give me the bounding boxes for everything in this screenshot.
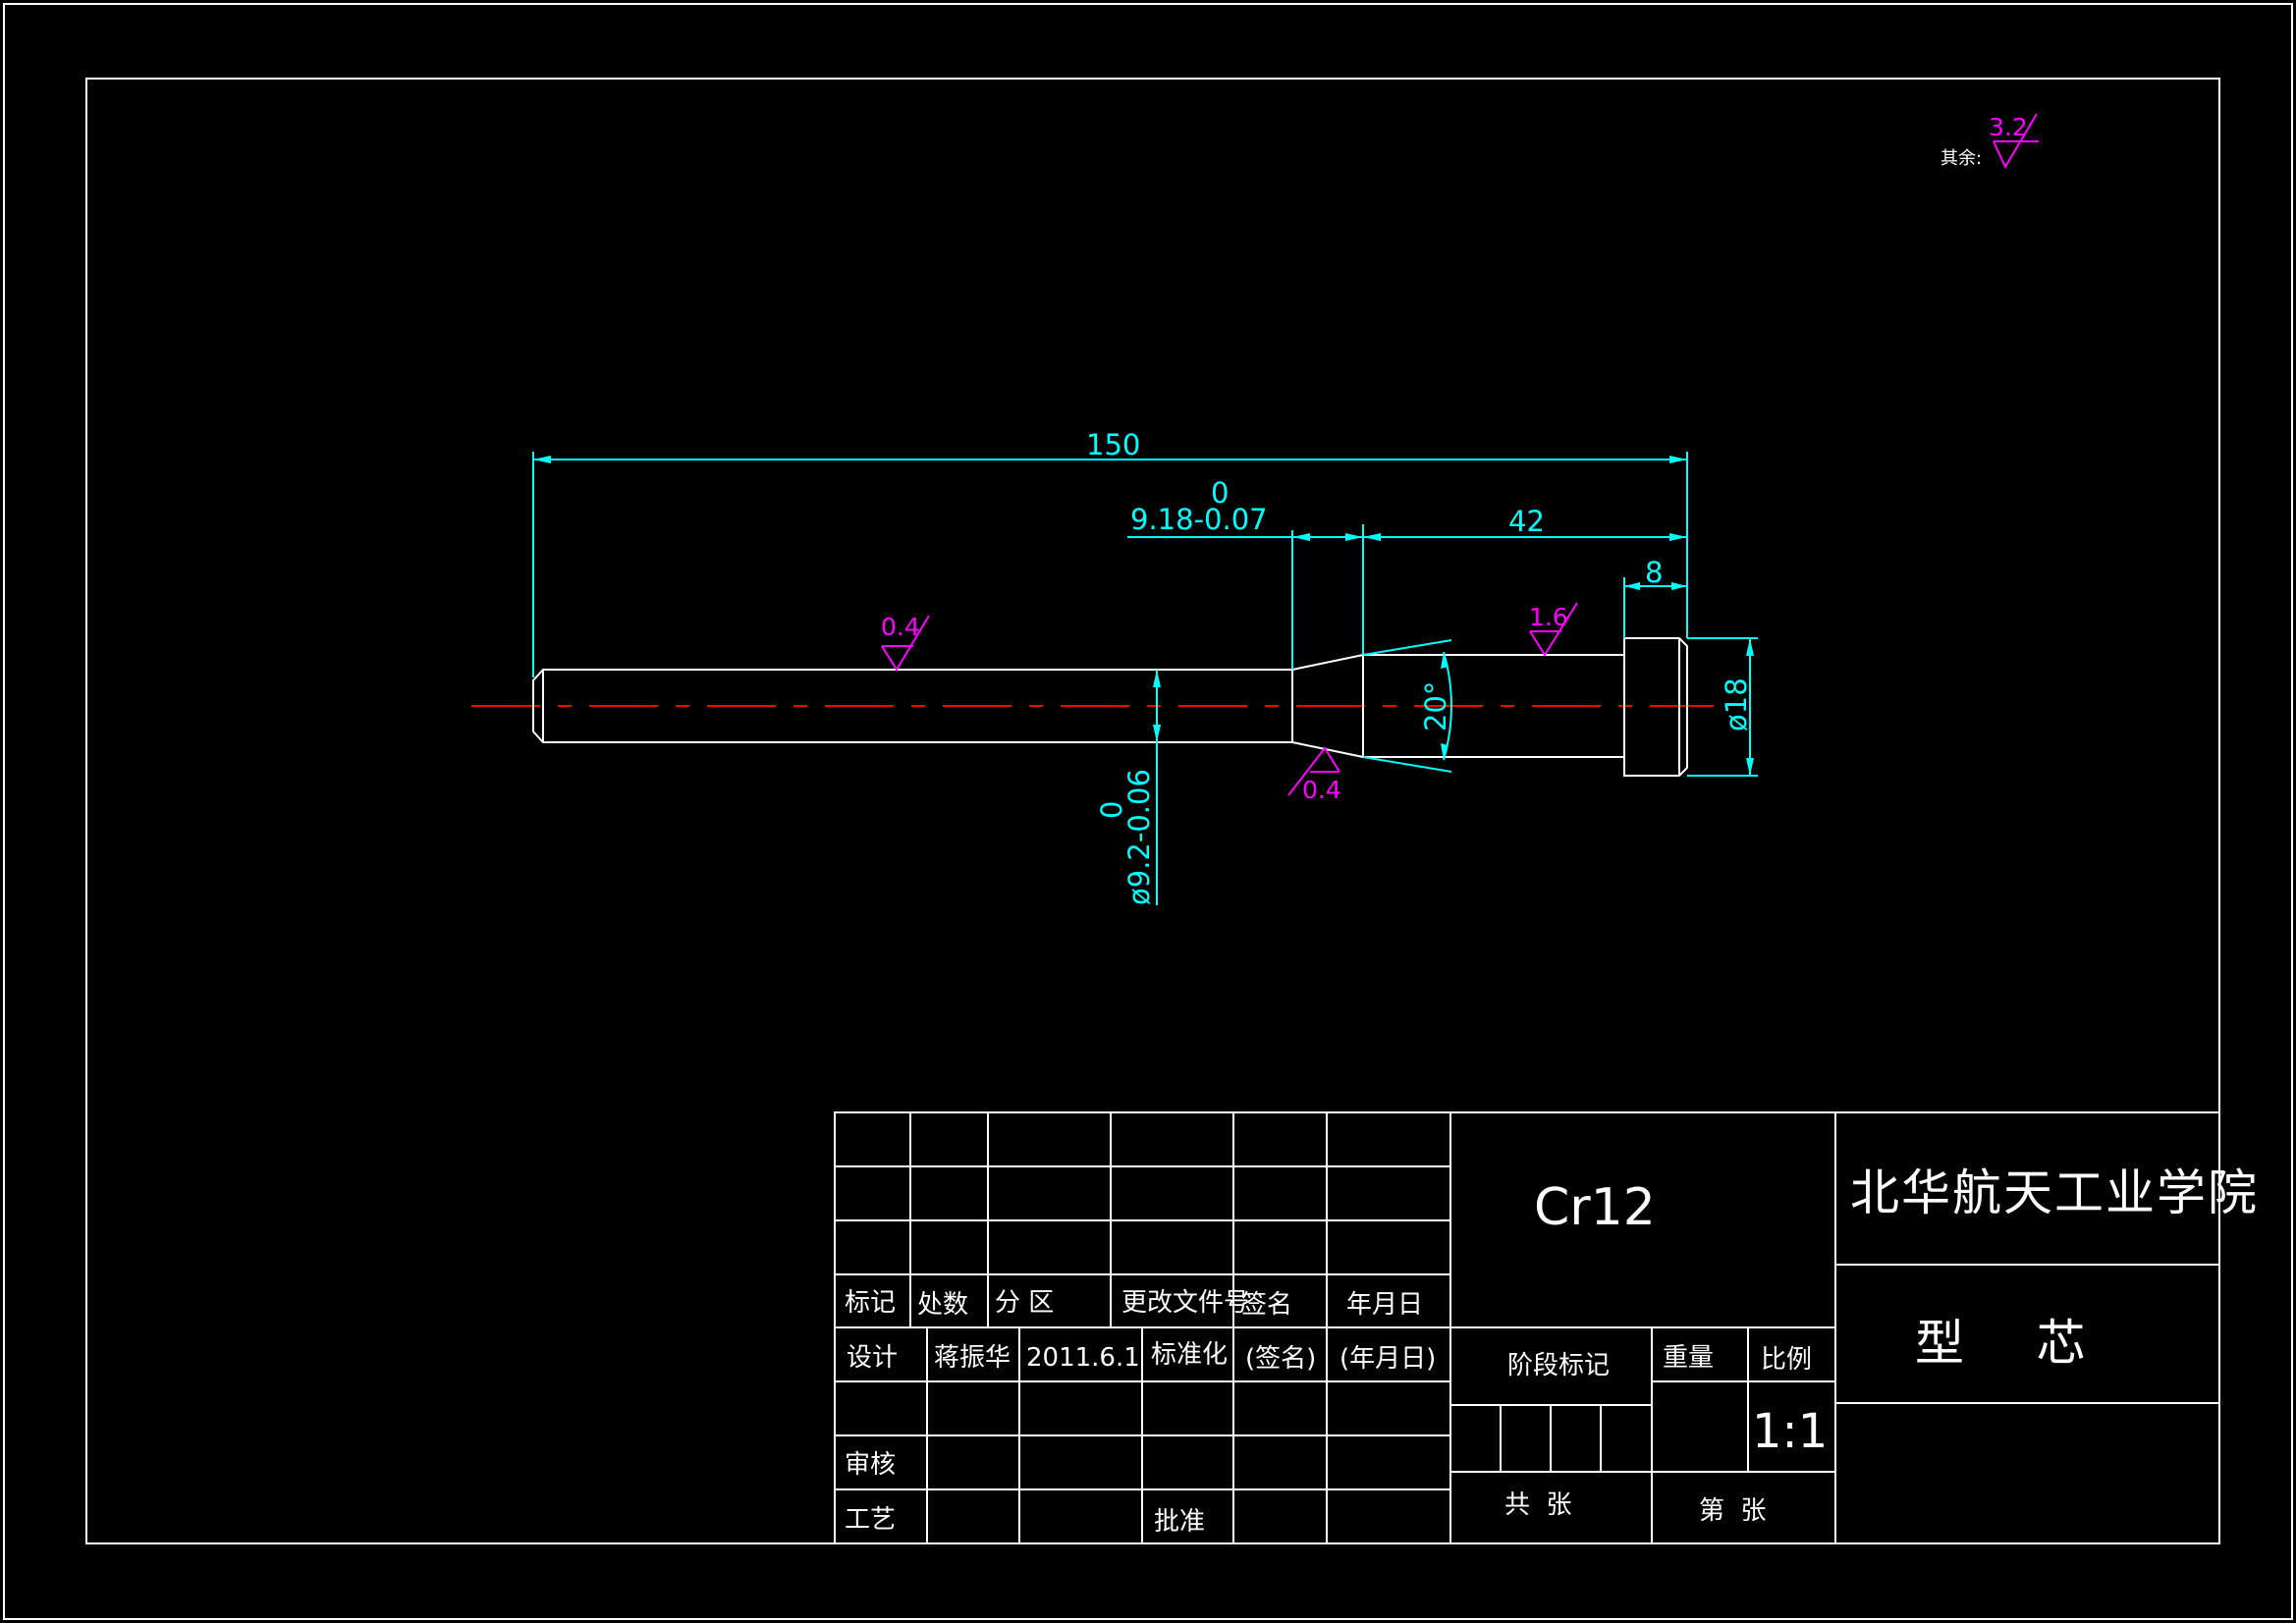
taper-outline — [1291, 653, 1364, 759]
tb-process-label: 工艺 — [845, 1505, 896, 1535]
tb-scale-value: 1:1 — [1752, 1404, 1828, 1459]
default-roughness-symbol: 其余: 3.2 — [1941, 113, 2039, 170]
default-roughness-value: 3.2 — [1989, 113, 2028, 141]
tb-date-placeholder: (年月日) — [1339, 1344, 1436, 1374]
shank-diameter-lower: ø9.2-0.06 — [1122, 769, 1156, 905]
dimension-taper-pin-length: 0 9.18-0.07 42 — [1127, 476, 1687, 670]
tb-header-change-doc: 更改文件号 — [1121, 1288, 1249, 1318]
tb-header-mark: 标记 — [845, 1288, 896, 1318]
taper-roughness-value: 0.4 — [1302, 776, 1341, 804]
shank-roughness-symbol: 0.4 — [881, 613, 930, 672]
default-roughness-check — [1993, 113, 2039, 170]
tb-approve-label: 批准 — [1154, 1507, 1205, 1537]
tb-part-name: 型 芯 — [1915, 1315, 2088, 1372]
taper-length-upper: 0 — [1211, 476, 1229, 510]
tb-total-sheets: 共 张 — [1504, 1490, 1572, 1520]
shank-diameter-upper: 0 — [1095, 801, 1128, 819]
tb-header-zone: 分 区 — [995, 1288, 1054, 1318]
taper-length-lower: 9.18-0.07 — [1130, 503, 1268, 536]
head-length-value: 8 — [1645, 556, 1663, 589]
overall-length-value: 150 — [1086, 428, 1140, 461]
pin-roughness-symbol: 1.6 — [1529, 602, 1578, 657]
tb-design-label: 设计 — [847, 1343, 898, 1373]
tb-material: Cr12 — [1534, 1178, 1656, 1237]
title-block-text: 标记 处数 分 区 更改文件号 签名 年月日 设计 蒋振华 2011.6.1 标… — [845, 1164, 2259, 1537]
tb-header-signature: 签名 — [1241, 1290, 1292, 1320]
tb-sheet-number: 第 张 — [1699, 1496, 1767, 1526]
outer-sheet-border — [3, 3, 2293, 1620]
tb-header-count: 处数 — [917, 1290, 968, 1320]
dimension-head-diameter: ø18 — [1687, 637, 1758, 777]
head-diameter-value: ø18 — [1720, 677, 1753, 731]
shank-roughness-value: 0.4 — [881, 613, 920, 641]
dimension-head-length: 8 — [1623, 556, 1687, 638]
tb-design-date: 2011.6.1 — [1026, 1343, 1140, 1373]
default-roughness-label: 其余: — [1941, 148, 1982, 169]
tb-standardization-label: 标准化 — [1151, 1340, 1228, 1370]
dimension-taper-angle: 20° — [1362, 639, 1452, 773]
tb-sign-placeholder: (签名) — [1245, 1344, 1316, 1374]
title-block-grid — [834, 1111, 2220, 1544]
pin-length-value: 42 — [1508, 505, 1545, 538]
tb-institution: 北华航天工业学院 — [1850, 1164, 2259, 1221]
tb-weight-label: 重量 — [1663, 1343, 1714, 1373]
taper-roughness-symbol: 0.4 — [1287, 746, 1341, 804]
dimension-shank-diameter: 0 ø9.2-0.06 — [1095, 670, 1161, 905]
tb-stage-mark-label: 阶段标记 — [1507, 1351, 1610, 1380]
tb-scale-label: 比例 — [1761, 1345, 1812, 1375]
dimension-overall-length: 150 — [532, 428, 1688, 677]
tb-review-label: 审核 — [845, 1450, 896, 1480]
taper-angle-value: 20° — [1419, 681, 1452, 731]
tb-header-date: 年月日 — [1346, 1290, 1423, 1320]
tb-designer-name: 蒋振华 — [934, 1343, 1011, 1373]
